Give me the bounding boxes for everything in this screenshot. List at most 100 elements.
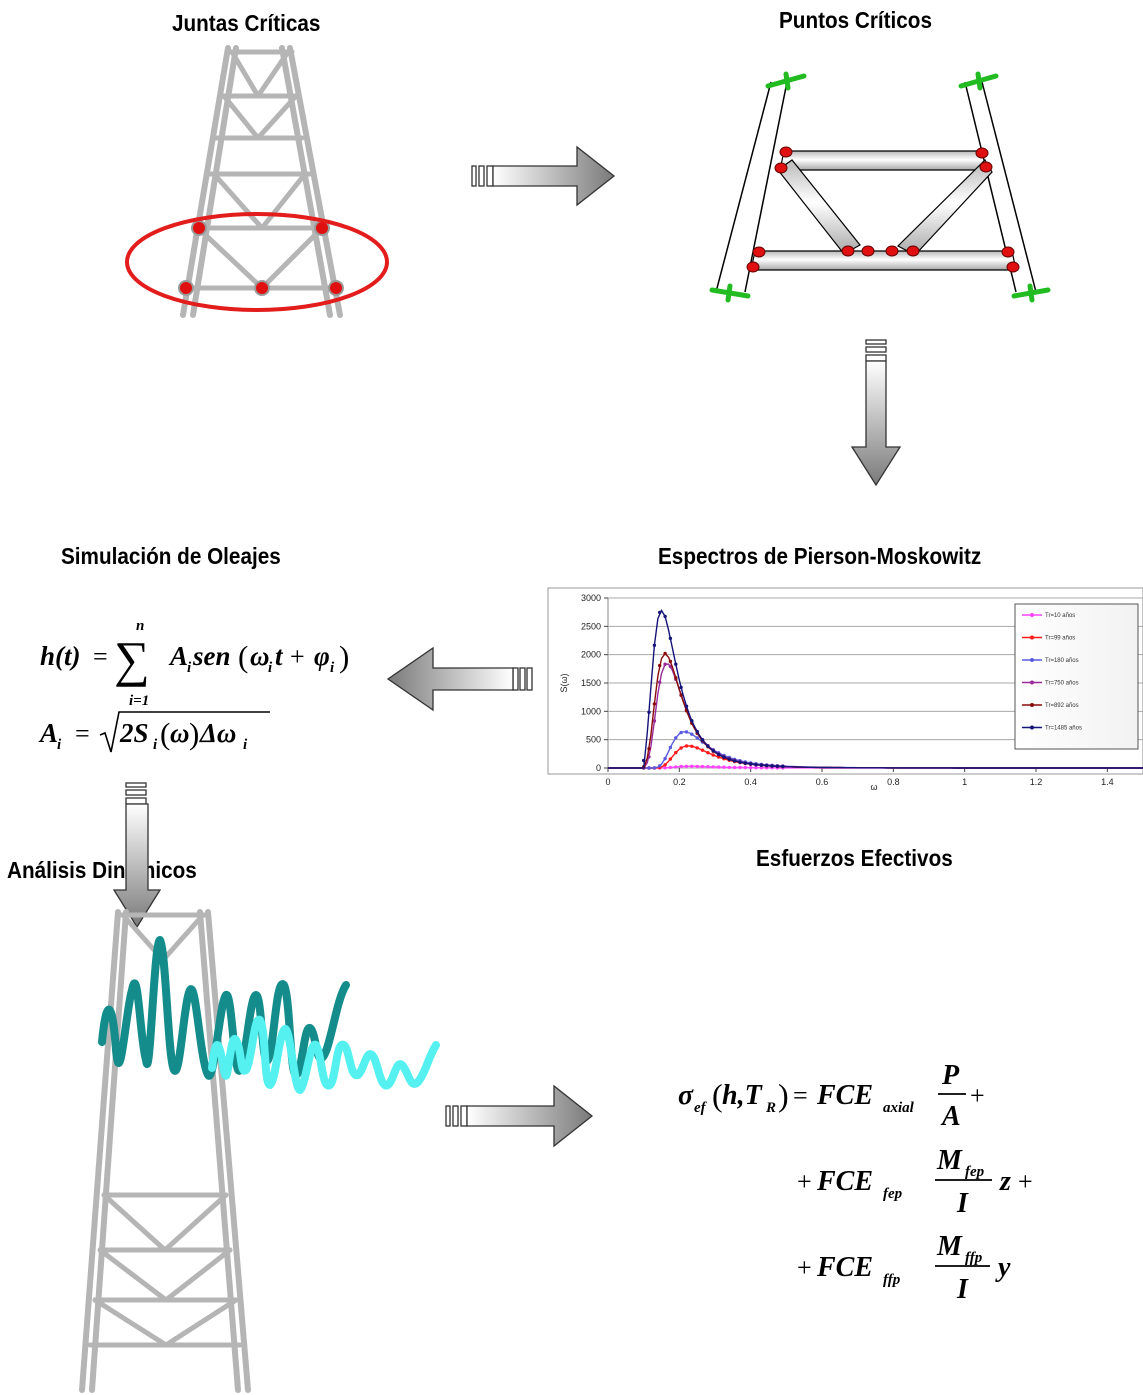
svg-text:fep: fep [965, 1164, 985, 1180]
series-marker [668, 765, 673, 770]
svg-text:t: t [275, 641, 284, 671]
legend-marker [1030, 725, 1034, 730]
arrow-right-1 [471, 145, 616, 207]
series-marker [695, 736, 699, 740]
legend-marker [1030, 658, 1034, 662]
series-marker [775, 764, 780, 768]
series-marker [684, 744, 689, 748]
series-marker [652, 719, 657, 723]
legend-label: Tr=180 años [1045, 658, 1079, 664]
series-marker [700, 748, 705, 752]
arrow-right-2 [445, 1084, 594, 1148]
svg-text:(: ( [160, 716, 170, 751]
series-marker [743, 765, 747, 770]
svg-text:i: i [268, 660, 273, 676]
legend-label: Tr=892 años [1045, 703, 1079, 709]
series-marker [759, 763, 764, 767]
y-tick-label: 0 [596, 763, 601, 773]
y-tick-label: 2500 [581, 621, 601, 631]
svg-text:Δω: Δω [199, 718, 236, 748]
x-tick-label: 0.8 [887, 777, 900, 787]
series-marker [781, 764, 785, 769]
frame-critical-points [709, 71, 1051, 303]
series-marker [652, 766, 657, 770]
svg-text:FCE: FCE [816, 1252, 873, 1283]
svg-text:h(t): h(t) [40, 641, 81, 671]
series-marker [647, 747, 651, 751]
series-marker [690, 764, 694, 768]
svg-text:ω: ω [250, 641, 270, 671]
title-puntos-criticos: Puntos Críticos [779, 7, 932, 33]
series-marker [652, 702, 657, 706]
svg-text:FCE: FCE [816, 1080, 873, 1111]
svg-text:∑: ∑ [114, 631, 150, 687]
series-marker [727, 757, 731, 761]
tower-critical-joints [180, 45, 343, 318]
series-5 [608, 609, 1143, 769]
series-marker [674, 662, 678, 666]
svg-text:I: I [956, 1188, 969, 1219]
svg-text:(: ( [712, 1077, 723, 1113]
series-marker [684, 730, 689, 734]
title-esfuerzos-efectivos: Esfuerzos Efectivos [756, 845, 953, 871]
series-marker [754, 763, 758, 767]
arrow-down-1 [850, 339, 902, 487]
legend-label: Tr=750 años [1045, 681, 1079, 687]
svg-text:=: = [93, 642, 108, 671]
series-marker [652, 643, 657, 647]
svg-text:A: A [940, 1101, 961, 1132]
series-marker [722, 755, 726, 759]
y-tick-label: 500 [586, 735, 601, 745]
svg-text:h,T: h,T [722, 1080, 764, 1111]
svg-text:z: z [999, 1166, 1011, 1197]
legend-marker [1030, 635, 1034, 640]
legend-label: Tr=99 años [1045, 636, 1075, 642]
svg-text:i: i [330, 660, 335, 676]
y-tick-label: 2000 [581, 650, 601, 660]
tower-dynamic-analysis [79, 909, 251, 1393]
series-marker [716, 752, 721, 757]
series-marker [647, 710, 651, 714]
svg-text:M: M [936, 1231, 963, 1262]
series-marker [738, 760, 742, 764]
critical-joint [178, 220, 344, 296]
y-tick-label: 1500 [581, 678, 601, 688]
svg-text:i=1: i=1 [129, 693, 149, 709]
svg-text:i: i [187, 660, 192, 676]
svg-text:): ) [778, 1077, 789, 1113]
series-marker [770, 764, 774, 768]
svg-text:ffp: ffp [965, 1250, 983, 1266]
series-marker [727, 765, 731, 770]
svg-text:i: i [153, 737, 158, 753]
legend-marker [1030, 613, 1034, 617]
x-tick-label: 1 [962, 777, 967, 787]
title-simulacion-oleajes: Simulación de Oleajes [61, 543, 281, 569]
series-marker [716, 765, 721, 769]
y-tick-label: 3000 [581, 593, 601, 603]
series-marker [647, 766, 651, 770]
series-marker [765, 763, 769, 768]
series-marker [684, 704, 689, 708]
series-marker [700, 738, 705, 742]
series-marker [679, 746, 683, 750]
series-marker [668, 745, 673, 750]
series-marker [668, 659, 673, 664]
series-marker [711, 765, 715, 769]
svg-text:(: ( [238, 639, 248, 674]
series-marker [658, 663, 662, 668]
svg-text:R: R [765, 1100, 776, 1116]
series-marker [674, 736, 678, 740]
arrow-down-2 [112, 782, 162, 929]
wave-signal-light [208, 1015, 440, 1094]
x-tick-label: 0.2 [673, 777, 686, 787]
svg-text:A: A [168, 641, 188, 671]
x-tick-label: 1.2 [1030, 777, 1043, 787]
series-marker [754, 766, 758, 770]
series-marker [706, 751, 710, 755]
svg-text:): ) [339, 639, 349, 674]
svg-text:=: = [793, 1081, 808, 1110]
